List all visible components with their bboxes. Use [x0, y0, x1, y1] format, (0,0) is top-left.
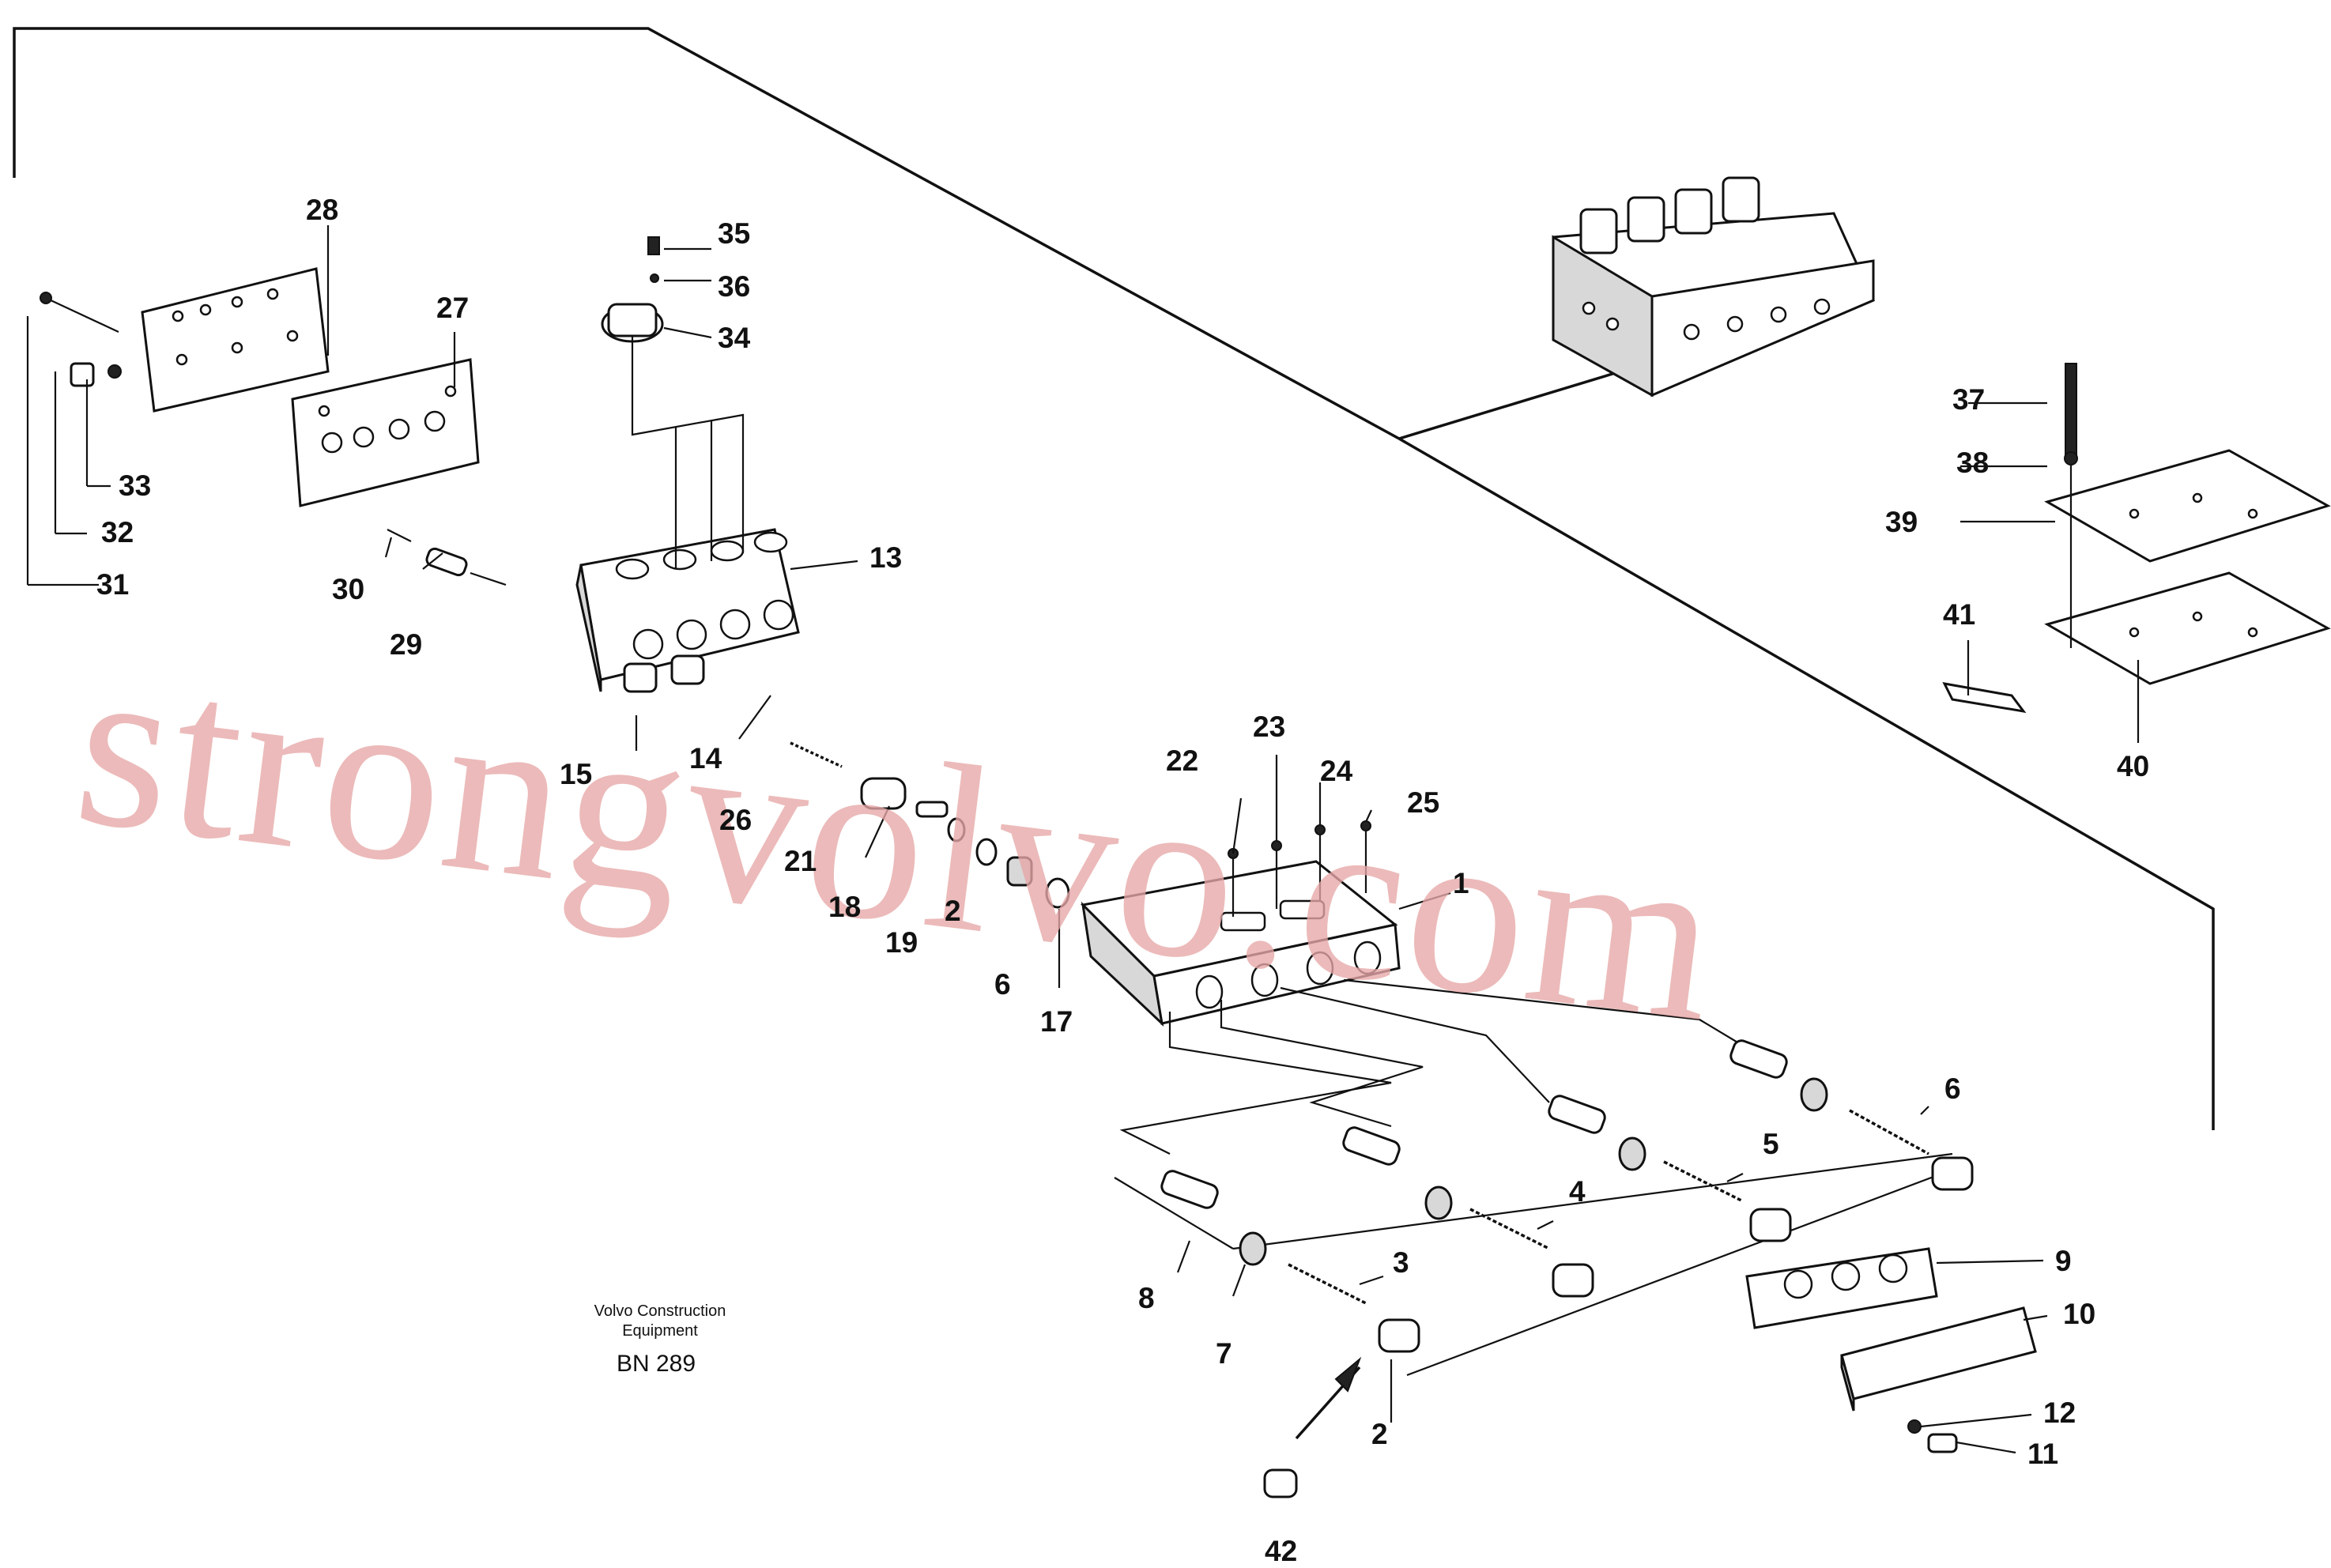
callout-37: 37 — [1952, 383, 1985, 416]
watermark: strongvolvo.com — [64, 610, 1732, 1072]
callout-33: 33 — [119, 469, 151, 502]
callout-5: 5 — [1763, 1128, 1779, 1160]
callout-20: 2 — [945, 895, 961, 927]
callout-17: 17 — [1040, 1005, 1073, 1038]
drawing-reference: BN 289 — [617, 1351, 696, 1377]
leader-lines — [26, 225, 2140, 1454]
caption-line1: Volvo Construction — [594, 1302, 726, 1320]
spool-assemblies — [1160, 1039, 1974, 1353]
callout-18: 18 — [828, 891, 861, 923]
right-cover-plates — [1942, 363, 2331, 714]
callout-40: 40 — [2117, 750, 2149, 782]
callout-2: 2 — [1371, 1418, 1388, 1450]
callout-15: 15 — [560, 758, 592, 790]
plug-29 — [387, 529, 507, 586]
callout-29: 29 — [390, 628, 422, 661]
callout-21: 21 — [784, 845, 817, 877]
callout-4: 4 — [1569, 1175, 1586, 1208]
callout-7: 7 — [1216, 1337, 1232, 1370]
callout-10: 10 — [2063, 1298, 2095, 1330]
callout-31: 31 — [96, 568, 129, 601]
callout-35: 35 — [718, 217, 750, 250]
callout-28: 28 — [306, 194, 338, 226]
plug-42 — [1263, 1356, 1362, 1498]
solenoid-valve-34 — [601, 236, 664, 379]
callout-3: 3 — [1393, 1246, 1409, 1279]
callout-13: 13 — [869, 541, 902, 574]
callout-19: 19 — [885, 926, 918, 959]
callout-6-upper: 6 — [994, 968, 1011, 1001]
callout-labels: 1 2 3 4 5 6 6 7 8 9 10 11 12 13 14 15 17… — [96, 194, 2149, 1567]
gasket-27 — [291, 358, 480, 507]
pilot-spool-parts — [790, 741, 1070, 909]
callout-24: 24 — [1320, 755, 1353, 787]
valve-block-1 — [1080, 820, 1401, 1027]
solenoid-to-housing-lines — [631, 379, 745, 569]
callout-11: 11 — [2027, 1438, 2058, 1470]
callout-26: 26 — [719, 804, 752, 836]
caption-line2: Equipment — [622, 1322, 698, 1340]
callout-32: 32 — [101, 516, 134, 548]
callout-8: 8 — [1138, 1282, 1155, 1314]
end-cover-plates — [1745, 1247, 2037, 1453]
callout-14: 14 — [689, 742, 722, 775]
cover-plate-28 — [40, 267, 330, 413]
callout-23: 23 — [1253, 710, 1285, 743]
callout-30: 30 — [332, 573, 364, 605]
frame-outline — [13, 27, 2215, 1130]
callout-34: 34 — [718, 322, 751, 354]
callout-9: 9 — [2055, 1245, 2072, 1277]
callout-41: 41 — [1943, 598, 1975, 631]
callout-12: 12 — [2043, 1396, 2076, 1429]
valve-housing-13 — [575, 528, 800, 693]
callout-39: 39 — [1885, 506, 1918, 538]
callout-42: 42 — [1265, 1535, 1297, 1567]
callout-25: 25 — [1407, 786, 1439, 819]
callout-36: 36 — [718, 270, 750, 303]
callout-38: 38 — [1956, 447, 1989, 479]
spool-routing-lines — [1114, 978, 1953, 1377]
callout-27: 27 — [436, 292, 469, 324]
control-valve-overview — [1552, 176, 1875, 398]
callout-1: 1 — [1453, 867, 1469, 899]
callout-6-lower: 6 — [1944, 1072, 1961, 1105]
callout-22: 22 — [1166, 744, 1198, 777]
